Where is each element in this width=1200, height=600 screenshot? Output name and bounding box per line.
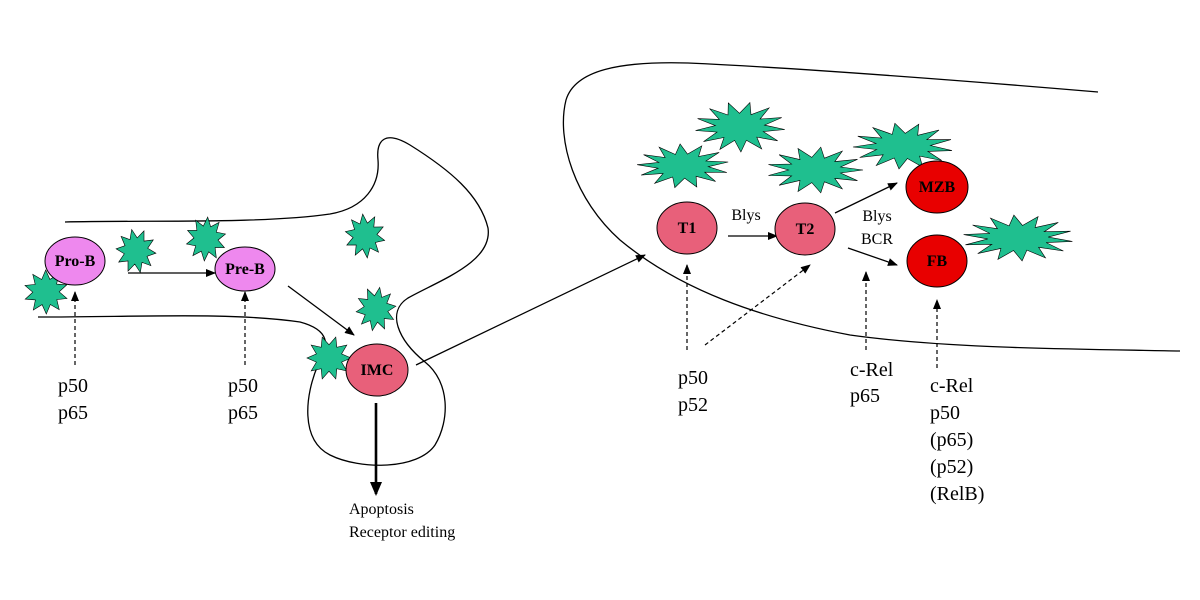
t-factor-1: p50 <box>678 367 708 389</box>
fb-factor-1: c-Rel <box>930 375 974 397</box>
stromal-star <box>185 216 227 262</box>
bone-marrow-outline <box>37 137 489 466</box>
stromal-star <box>306 336 352 380</box>
stromal-star <box>355 286 397 332</box>
stromal-star <box>963 214 1073 262</box>
mzb-cell: MZB <box>905 160 969 214</box>
pre-b-factor-1: p50 <box>228 375 258 397</box>
stromal-star <box>695 101 785 153</box>
bcr-label: BCR <box>861 231 893 248</box>
pre-b-factor-2: p65 <box>228 402 258 424</box>
stromal-cells <box>24 101 1073 380</box>
stromal-star <box>852 122 953 170</box>
fb-factor-2: p50 <box>930 402 960 424</box>
pre-b-label: Pre-B <box>225 261 265 278</box>
pro-b-factor-2: p65 <box>58 402 88 424</box>
fb-cell: FB <box>906 234 968 288</box>
stromal-star <box>637 143 729 189</box>
pro-b-cell: Pro-B <box>44 236 106 286</box>
mzb-factor-1: c-Rel <box>850 359 894 381</box>
fb-label: FB <box>927 253 948 270</box>
fb-factor-3: (p65) <box>930 429 973 451</box>
mzb-factor-2: p65 <box>850 385 880 407</box>
stromal-star <box>344 213 386 259</box>
imc-cell: IMC <box>345 343 409 397</box>
t2-label: T2 <box>796 221 815 238</box>
blys-label-t2-mature: Blys <box>862 208 891 225</box>
apoptosis-label: Apoptosis <box>349 501 414 518</box>
pro-b-label: Pro-B <box>55 253 96 270</box>
fb-factor-4: (p52) <box>930 456 973 478</box>
pre-b-to-imc-arrow <box>287 285 355 336</box>
t-factor-2: p52 <box>678 394 708 416</box>
t2-to-fb-arrow <box>847 247 898 266</box>
mzb-label: MZB <box>919 179 956 196</box>
t1-cell: T1 <box>656 201 718 255</box>
t2-cell: T2 <box>774 202 836 256</box>
pre-b-cell: Pre-B <box>214 246 276 292</box>
fb-factor-5: (RelB) <box>930 483 984 505</box>
stromal-star <box>115 228 157 274</box>
blys-label-t1-t2: Blys <box>731 207 760 224</box>
t1-label: T1 <box>678 220 697 237</box>
receptor-editing-label: Receptor editing <box>349 524 455 541</box>
stromal-star <box>768 146 864 194</box>
imc-label: IMC <box>361 362 394 379</box>
t2-factor-arrow <box>704 264 811 346</box>
imc-to-t1-arrow <box>415 254 646 366</box>
t2-to-mzb-arrow <box>834 182 898 214</box>
pro-b-factor-1: p50 <box>58 375 88 397</box>
spleen-outline <box>562 62 1181 352</box>
